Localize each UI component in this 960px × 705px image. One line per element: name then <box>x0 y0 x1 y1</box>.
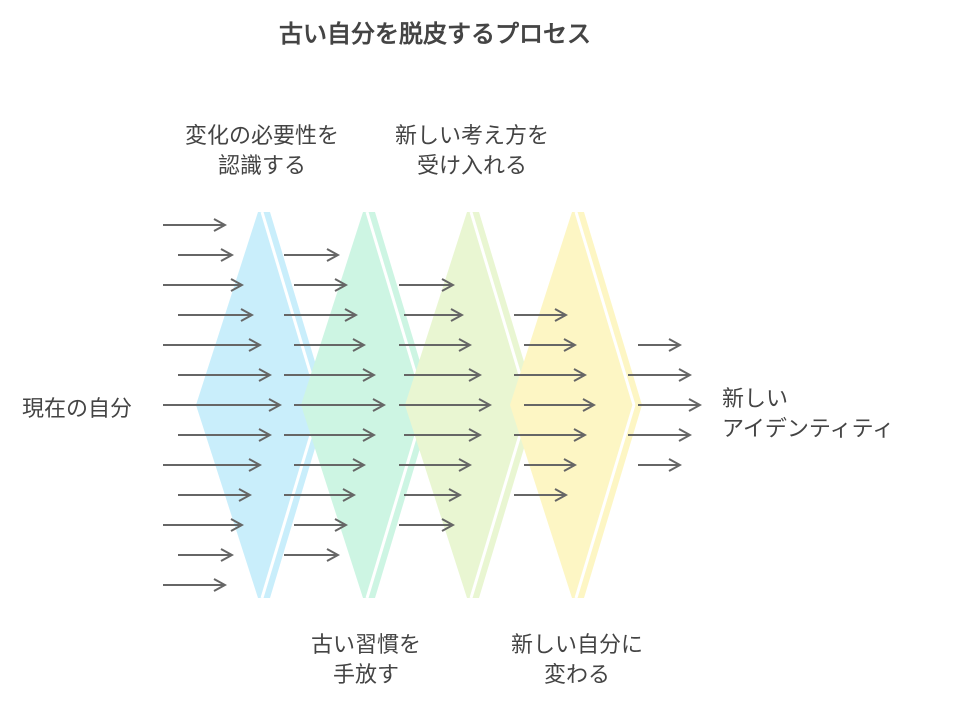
chevron-highlight <box>574 211 636 406</box>
stage-label-line2: 受け入れる <box>416 154 527 179</box>
stage-label-line1: 新しい自分に <box>510 633 643 658</box>
stage-label-transform: 新しい自分に 変わる <box>477 631 677 691</box>
page-title: 古い自分を脱皮するプロセス <box>279 20 591 48</box>
stage-label-line2: 変わる <box>543 663 610 688</box>
stage-label-line1: 古い習慣を <box>310 633 421 658</box>
end-label-line2: アイデンティティ <box>722 417 895 442</box>
end-label-line1: 新しい <box>722 387 789 412</box>
chevron-highlight <box>574 404 636 599</box>
chevron-highlight <box>469 211 531 406</box>
stage-label-line1: 変化の必要性を <box>184 124 339 149</box>
stage-label-line1: 新しい考え方を <box>394 124 549 149</box>
stage-label-line2: 手放す <box>332 663 399 688</box>
stage-label-accept: 新しい考え方を 受け入れる <box>372 122 572 182</box>
stage-label-line2: 認識する <box>217 154 306 179</box>
stage-label-let-go: 古い習慣を 手放す <box>266 631 466 691</box>
chevron-highlight <box>260 211 322 406</box>
end-label: 新しい アイデンティティ <box>722 385 894 445</box>
start-label: 現在の自分 <box>22 397 133 422</box>
chevron-highlight <box>469 404 531 599</box>
stage-label-recognize: 変化の必要性を 認識する <box>162 122 362 182</box>
chevron-highlight <box>260 404 322 599</box>
